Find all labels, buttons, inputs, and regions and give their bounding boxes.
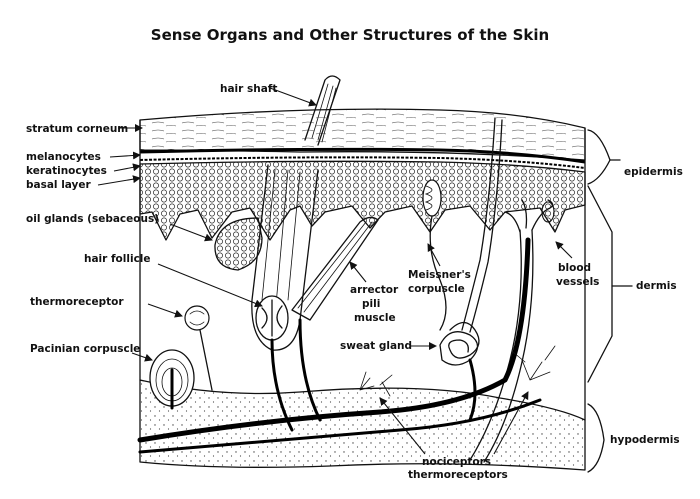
- label-sweat-gland: sweat gland: [340, 340, 412, 352]
- melanocyte-band: [139, 147, 586, 164]
- arrow-pacinian-corpuscle: [131, 352, 153, 362]
- sweat-gland-drawing: [439, 117, 503, 366]
- arrow-keratinocytes: [113, 163, 141, 172]
- epidermis-cells: [139, 160, 586, 241]
- label-oil-glands: oil glands (sebaceous): [26, 213, 159, 225]
- arrector-pili-drawing: [291, 216, 379, 321]
- stratum-corneum-layer: [139, 108, 586, 161]
- arrow-thermoreceptor: [147, 303, 183, 318]
- label-hair-follicle: hair follicle: [84, 253, 151, 265]
- arrow-meissner: [427, 243, 441, 267]
- label-nociceptors: nociceptors: [422, 456, 491, 468]
- arrow-melanocytes: [109, 151, 141, 160]
- arrow-oil-glands: [169, 223, 213, 242]
- hair-shaft-drawing: [304, 75, 341, 146]
- arrow-arrector-pili: [349, 261, 367, 283]
- diagram-title: Sense Organs and Other Structures of the…: [151, 26, 549, 44]
- label-thermoreceptor: thermoreceptor: [30, 296, 124, 308]
- label-stratum-corneum: stratum corneum: [26, 123, 128, 135]
- label-meissner-line2: corpuscle: [408, 283, 465, 295]
- bracket-hypodermis: [587, 403, 605, 473]
- arrow-nociceptors-right: [493, 391, 529, 455]
- label-hair-shaft: hair shaft: [220, 83, 277, 95]
- label-arrector-line3: muscle: [354, 312, 396, 324]
- arrow-basal-layer: [97, 175, 141, 186]
- label-dermis: dermis: [636, 280, 677, 292]
- hypodermis-layer: [139, 379, 586, 471]
- label-meissner-line1: Meissner's: [408, 269, 471, 281]
- pacinian-corpuscle-drawing: [149, 349, 195, 410]
- nerve-trunks: [137, 237, 542, 454]
- label-thermoreceptors-bottom: thermoreceptors: [408, 469, 508, 481]
- label-blood-line2: vessels: [556, 276, 599, 288]
- label-basal-layer: basal layer: [26, 179, 92, 191]
- blood-vessels-drawing: [469, 199, 555, 463]
- thermoreceptor-drawing: [184, 305, 213, 391]
- keratinocyte-band: [139, 156, 586, 169]
- label-hypodermis: hypodermis: [610, 434, 680, 446]
- arrow-hair-shaft: [269, 87, 317, 107]
- label-arrector-line2: pili: [362, 298, 380, 310]
- label-arrector-line1: arrector: [350, 284, 399, 296]
- label-epidermis: epidermis: [624, 166, 683, 178]
- sebaceous-gland: [214, 217, 263, 271]
- label-pacinian-corpuscle: Pacinian corpuscle: [30, 343, 140, 355]
- arrow-blood-vessels: [555, 241, 573, 259]
- meissners-corpuscle-drawing: [422, 179, 447, 331]
- label-blood-line1: blood: [558, 262, 591, 274]
- label-keratinocytes: keratinocytes: [26, 165, 107, 177]
- arrow-nociceptors-left: [379, 397, 426, 455]
- free-nerve-endings: [359, 345, 556, 397]
- label-melanocytes: melanocytes: [26, 151, 101, 163]
- arrow-hair-follicle: [157, 263, 263, 308]
- bracket-dermis: [587, 185, 613, 383]
- hair-structure: [214, 75, 341, 351]
- bracket-epidermis: [587, 129, 611, 185]
